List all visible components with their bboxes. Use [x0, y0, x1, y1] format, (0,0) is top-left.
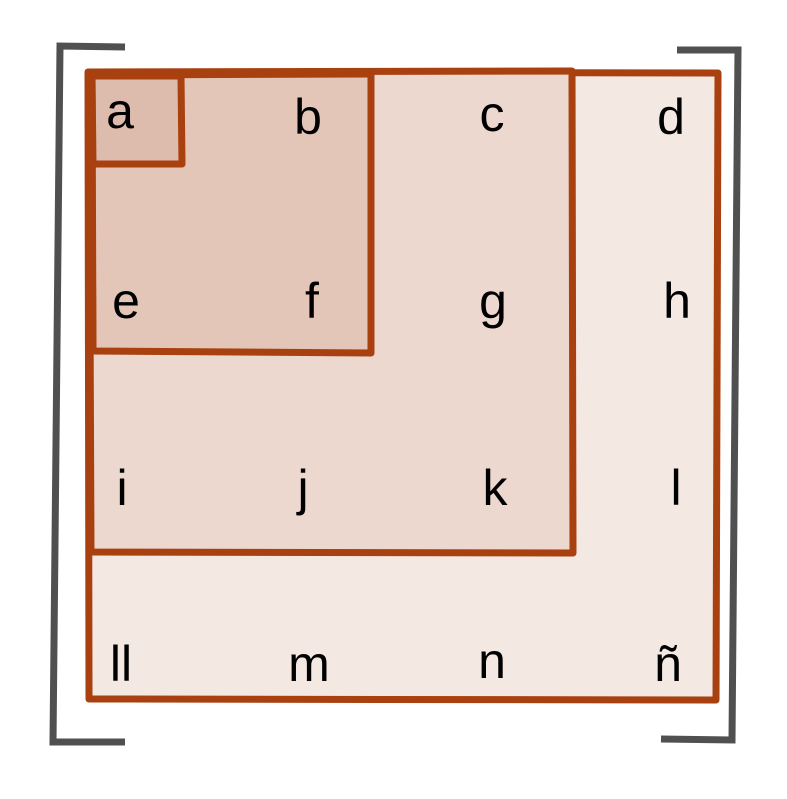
cell-letter: k [483, 460, 509, 516]
cell-letter: n [478, 633, 506, 689]
left-bracket [49, 42, 126, 746]
cell-letter: m [288, 636, 330, 692]
cell-letter: i [116, 460, 127, 516]
cell-letter: ñ [654, 636, 682, 692]
right-bracket [660, 46, 742, 744]
cell-letter: l [670, 460, 681, 516]
cell-letter: e [112, 273, 140, 329]
cell-letter: j [295, 460, 308, 516]
cell-letter: b [294, 89, 322, 145]
cell-letter: d [657, 89, 685, 145]
cell-letter: h [663, 273, 691, 329]
cell-letter: ll [110, 636, 132, 692]
cell-letter: g [479, 273, 507, 329]
cell-letter: c [480, 86, 505, 142]
cell-letter: f [305, 273, 319, 329]
top-left-edge [86, 68, 373, 353]
cell-letter: a [106, 83, 134, 139]
